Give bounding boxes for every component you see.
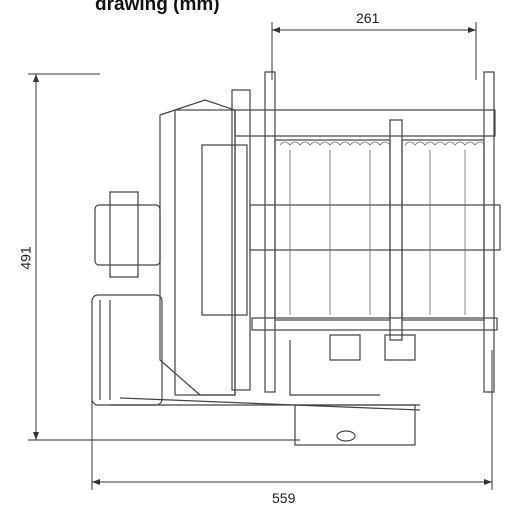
drum-left — [274, 139, 391, 321]
connector-neck — [109, 191, 139, 278]
base-block — [294, 404, 416, 446]
drum-grooves — [279, 141, 486, 315]
dimension-height: 491 — [17, 246, 34, 270]
dimension-width-top: 261 — [356, 10, 380, 26]
flange-right — [483, 71, 495, 393]
base-bolt — [336, 430, 356, 442]
top-bar — [234, 109, 496, 137]
winch-body — [91, 71, 501, 446]
flange-middle — [389, 119, 403, 341]
motor-housing — [91, 294, 163, 406]
dimension-arrows — [33, 27, 492, 485]
dimension-width-total: 559 — [272, 490, 296, 506]
gearbox-inner — [201, 144, 248, 316]
drum-strap — [249, 204, 501, 251]
drawing-title: drawing (mm) — [95, 0, 220, 15]
flange-left — [264, 71, 276, 393]
bottom-rail — [251, 317, 498, 331]
gearbox-frame — [159, 99, 236, 396]
gearbox-plate — [174, 109, 236, 396]
drum-right — [401, 139, 485, 321]
connector-box — [94, 204, 161, 266]
